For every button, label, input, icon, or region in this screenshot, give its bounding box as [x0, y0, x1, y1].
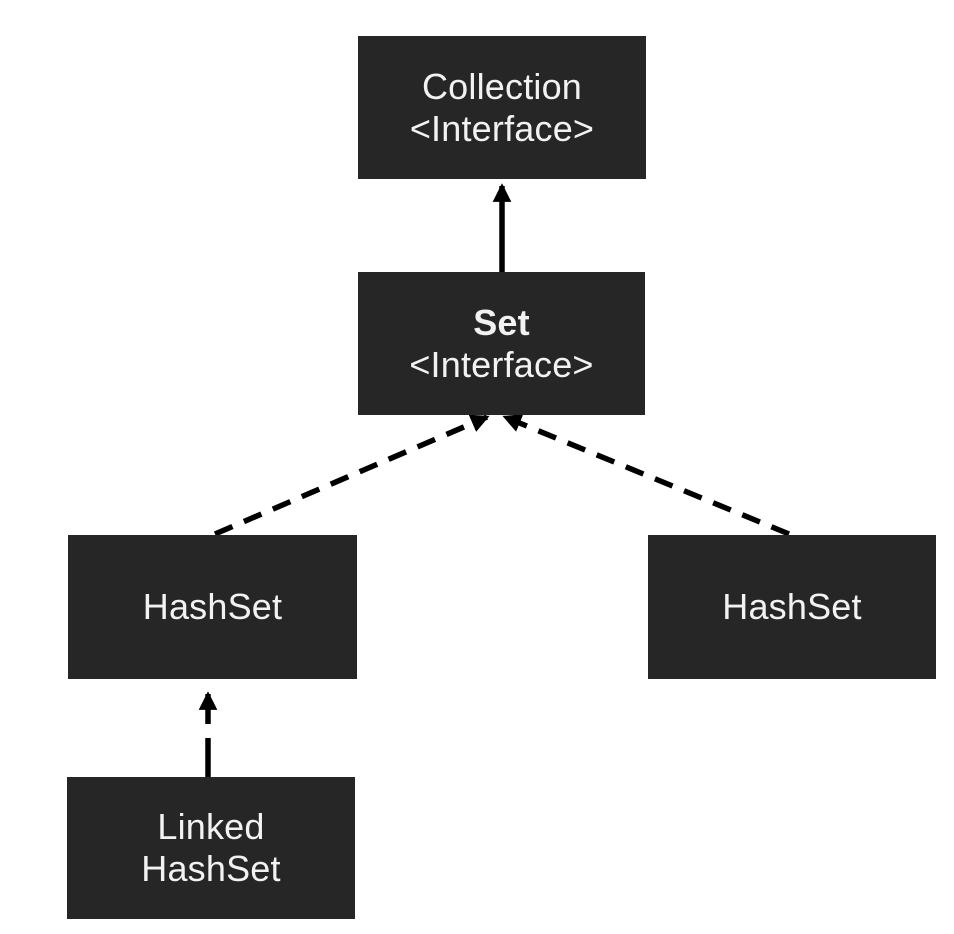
node-set-title: Set: [473, 301, 530, 343]
node-linked-hashset: Linked HashSet: [67, 777, 355, 919]
node-set: Set <Interface>: [358, 272, 645, 415]
node-hashset-left: HashSet: [68, 535, 357, 679]
implements-arrow-hashset-right-to-set: [502, 414, 791, 537]
node-linked-hashset-title-line2: HashSet: [141, 848, 281, 889]
node-collection-title: Collection: [421, 65, 583, 107]
node-collection-stereotype: <Interface>: [409, 107, 595, 149]
node-hashset-left-title: HashSet: [142, 586, 283, 627]
node-collection: Collection <Interface>: [358, 36, 646, 179]
implements-arrow-hashset-left-to-set: [213, 414, 490, 537]
node-linked-hashset-title-line1: Linked: [157, 806, 265, 847]
node-hashset-right: HashSet: [648, 535, 936, 679]
node-hashset-right-title: HashSet: [722, 586, 862, 627]
node-set-stereotype: <Interface>: [409, 343, 594, 385]
